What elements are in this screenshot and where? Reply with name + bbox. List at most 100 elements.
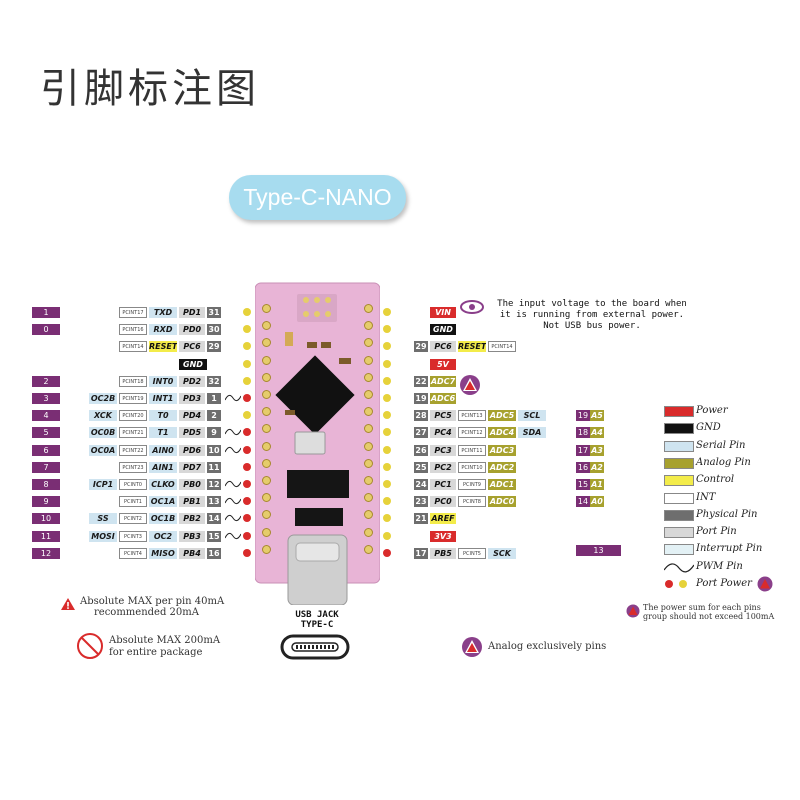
- digital-pin-number: 0: [32, 324, 60, 336]
- legend-swatch: [664, 492, 694, 504]
- port-pin-label: PC0: [430, 496, 456, 508]
- port-pin-label: PC1: [430, 479, 456, 490]
- alt-function-label: RESET: [149, 341, 177, 353]
- physical-pin-number: 9: [207, 427, 221, 439]
- eye-icon: [460, 300, 484, 314]
- port-power-dot: [243, 428, 251, 437]
- port-power-dot: [383, 308, 391, 316]
- serial-function-label: ICP1: [89, 479, 117, 490]
- alt-function-label: INT1: [149, 393, 177, 404]
- physical-pin-number: 12: [207, 479, 221, 490]
- port-power-dot: [383, 342, 391, 351]
- pcint-label: PCINT5: [458, 547, 486, 559]
- port-power-dot: [243, 445, 251, 454]
- header-pad-left: [262, 321, 271, 331]
- physical-pin-number: 27: [414, 427, 428, 439]
- alt-function-label: MISO: [149, 547, 177, 559]
- port-power-dot: [243, 514, 251, 523]
- digital-pin-number: 1: [32, 307, 60, 318]
- pcint-label: PCINT14: [119, 341, 147, 353]
- port-pin-label: PC6: [179, 341, 205, 353]
- serial-function-label: OC0A: [89, 444, 117, 456]
- port-power-dot: [243, 411, 251, 420]
- alt-function-label: OC1B: [149, 513, 177, 525]
- port-pin-label: PB4: [179, 547, 205, 559]
- port-power-dot: [243, 308, 251, 316]
- legend-label: Serial Pin: [696, 439, 746, 451]
- pcint-label: PCINT2: [119, 513, 147, 525]
- header-pad-right: [364, 407, 373, 417]
- nano-board: [255, 282, 380, 605]
- header-pad-right: [364, 424, 373, 434]
- analog-exclusive-icon: [460, 375, 480, 395]
- digital-pin-number: 17: [576, 444, 590, 456]
- digital-pin-number: 12: [32, 547, 60, 559]
- port-pin-label: ADC6: [430, 393, 456, 404]
- port-pin-label: AREF: [430, 513, 456, 525]
- max-package-note: Absolute MAX 200mA for entire package: [109, 635, 220, 659]
- header-pad-left: [262, 544, 271, 554]
- gnd-label: GND: [179, 358, 207, 370]
- alt-function-label: T1: [149, 427, 177, 439]
- legend-swatch: [664, 527, 694, 539]
- analog-pin-name: A0: [590, 496, 604, 508]
- port-pin-label: PB1: [179, 496, 205, 508]
- vin-note-line: it is running from external power.: [499, 310, 685, 320]
- port-power-dot: [243, 480, 251, 488]
- alt-function-label: T0: [149, 410, 177, 422]
- pwm-legend-icon: [664, 563, 694, 573]
- physical-pin-number: 11: [207, 461, 221, 473]
- header-pad-right: [364, 372, 373, 382]
- physical-pin-number: 25: [414, 461, 428, 473]
- analog-pin-name: A2: [590, 461, 604, 473]
- port-power-dot: [383, 548, 391, 557]
- port-pin-label: PD6: [179, 444, 205, 456]
- port-power-dot: [243, 548, 251, 557]
- pcint-label: PCINT14: [488, 341, 516, 353]
- prohibited-icon: [77, 633, 103, 659]
- physical-pin-number: 26: [414, 444, 428, 456]
- header-pad-right: [364, 441, 373, 451]
- port-power-dot: [383, 497, 391, 506]
- header-pad-right: [364, 321, 373, 331]
- physical-pin-number: 29: [207, 341, 221, 353]
- digital-pin-number: 6: [32, 444, 60, 456]
- physical-pin-number: 19: [414, 393, 428, 404]
- pcint-label: PCINT19: [119, 393, 147, 404]
- serial-function-label: SCK: [488, 547, 516, 559]
- port-pin-label: VIN: [430, 307, 456, 318]
- digital-pin-number: 4: [32, 410, 60, 422]
- vin-note: The input voltage to the board when it i…: [492, 299, 692, 332]
- warning-triangle-icon: [61, 598, 75, 610]
- analog-function-label: ADC0: [488, 496, 516, 508]
- port-pin-label: PC4: [430, 427, 456, 439]
- physical-pin-number: 28: [414, 410, 428, 422]
- pcint-label: PCINT4: [119, 547, 147, 559]
- port-pin-label: PD2: [179, 375, 205, 387]
- power-sum-note: The power sum for each pins group should…: [643, 603, 774, 621]
- alt-function-label: RESET: [458, 341, 486, 353]
- port-power-dot: [383, 411, 391, 420]
- header-pad-left: [262, 476, 271, 485]
- serial-function-label: SS: [89, 513, 117, 525]
- digital-pin-number: 2: [32, 375, 60, 387]
- physical-pin-number: 21: [414, 513, 428, 525]
- legend-swatch: [664, 457, 694, 469]
- pwm-wave-icon: [225, 480, 241, 488]
- physical-pin-number: 24: [414, 479, 428, 490]
- analog-exclusive-legend-icon: [462, 637, 482, 657]
- analog-pin-name: A1: [590, 479, 604, 490]
- port-power-dot: [243, 376, 251, 385]
- port-power-warning-icon: [757, 576, 773, 592]
- legend-label: INT: [696, 491, 716, 503]
- physical-pin-number: 17: [414, 547, 428, 559]
- serial-function-label: SCL: [518, 410, 546, 422]
- pcint-label: PCINT13: [458, 410, 486, 422]
- physical-pin-number: 15: [207, 530, 221, 542]
- physical-pin-number: 32: [207, 375, 221, 387]
- physical-pin-number: 10: [207, 444, 221, 456]
- pwm-wave-icon: [225, 394, 241, 402]
- legend-label: Power: [696, 405, 728, 416]
- header-pad-left: [262, 493, 271, 503]
- analog-function-label: ADC3: [488, 444, 516, 456]
